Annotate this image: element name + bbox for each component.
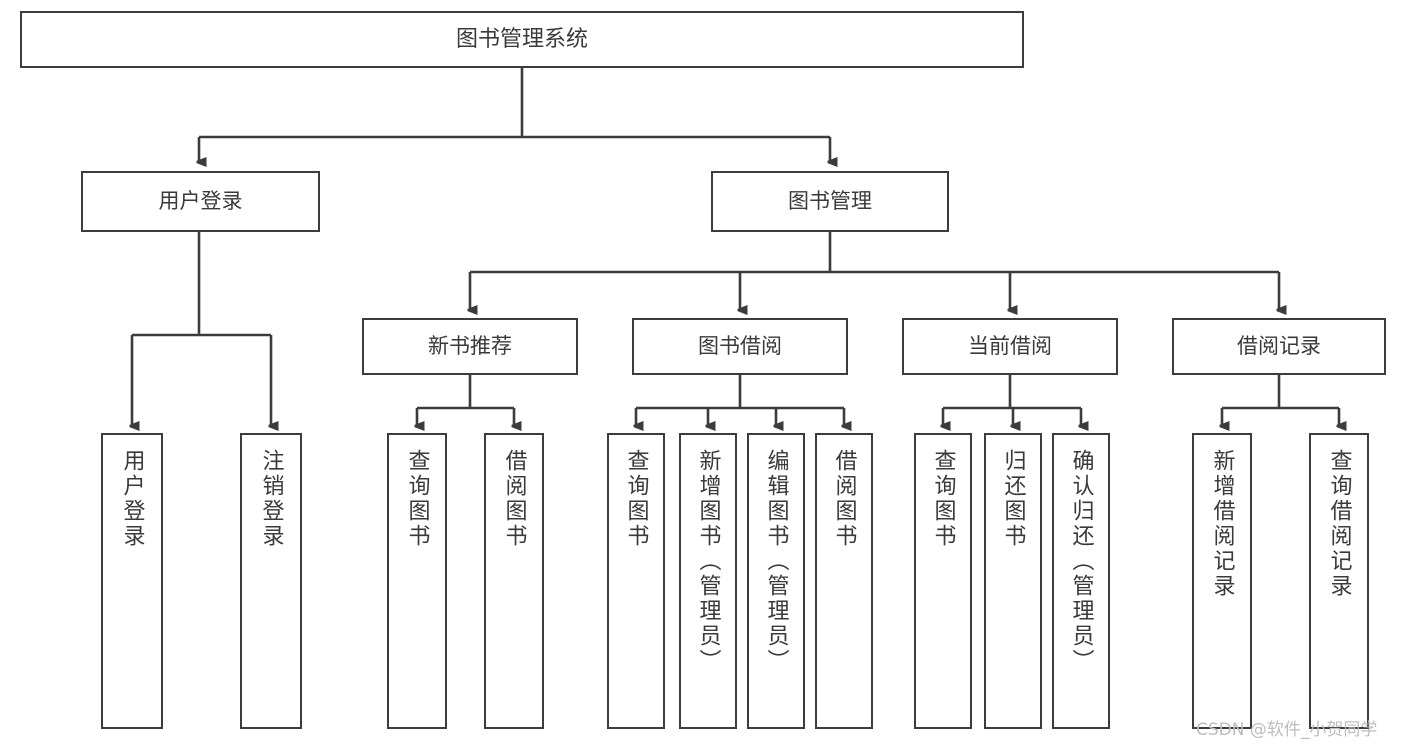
node-label: 新书推荐 (428, 334, 512, 359)
watermark-csdn: CSDN @软件_小贺同学 (1196, 720, 1378, 740)
node-leaf-logout[interactable]: 注销登录 (240, 433, 302, 729)
node-label: 新增借阅记录 (1209, 449, 1235, 599)
node-label: 当前借阅 (968, 334, 1052, 359)
node-leaf-query-book-recommend[interactable]: 查询图书 (387, 433, 447, 729)
node-root-book-management-system[interactable]: 图书管理系统 (20, 11, 1024, 68)
node-label: 注销登录 (258, 449, 284, 549)
node-label: 确认归还（管理员） (1068, 449, 1094, 674)
node-leaf-edit-book-admin[interactable]: 编辑图书（管理员） (747, 433, 805, 729)
node-label: 查询图书 (404, 449, 430, 549)
node-label: 借阅图书 (501, 449, 527, 549)
node-label: 新增图书（管理员） (695, 449, 721, 674)
node-label: 图书借阅 (698, 334, 782, 359)
node-label: 用户登录 (119, 449, 145, 549)
node-leaf-user-login[interactable]: 用户登录 (101, 433, 163, 729)
node-leaf-query-book-current[interactable]: 查询图书 (914, 433, 972, 729)
node-leaf-borrow-book-recommend[interactable]: 借阅图书 (484, 433, 544, 729)
node-new-book-recommend[interactable]: 新书推荐 (362, 318, 578, 375)
node-current-borrow[interactable]: 当前借阅 (902, 318, 1118, 375)
node-leaf-confirm-return-admin[interactable]: 确认归还（管理员） (1052, 433, 1110, 729)
node-label: 归还图书 (1000, 449, 1026, 549)
node-label: 图书管理 (788, 189, 872, 214)
node-label: 借阅图书 (831, 449, 857, 549)
node-leaf-borrow-book[interactable]: 借阅图书 (815, 433, 873, 729)
node-book-borrow[interactable]: 图书借阅 (632, 318, 848, 375)
node-label: 查询图书 (930, 449, 956, 549)
node-leaf-return-book[interactable]: 归还图书 (984, 433, 1042, 729)
node-book-management[interactable]: 图书管理 (711, 171, 949, 232)
node-label: 借阅记录 (1237, 334, 1321, 359)
node-leaf-add-book-admin[interactable]: 新增图书（管理员） (679, 433, 737, 729)
node-label: 编辑图书（管理员） (763, 449, 789, 674)
node-label: 查询借阅记录 (1326, 449, 1352, 599)
node-leaf-query-book-borrow[interactable]: 查询图书 (607, 433, 665, 729)
node-label: 查询图书 (623, 449, 649, 549)
node-borrow-record[interactable]: 借阅记录 (1172, 318, 1386, 375)
node-user-login[interactable]: 用户登录 (81, 171, 320, 232)
node-label: 图书管理系统 (455, 26, 588, 52)
node-label: 用户登录 (158, 189, 243, 214)
node-leaf-query-borrow-record[interactable]: 查询借阅记录 (1309, 433, 1369, 729)
node-leaf-add-borrow-record[interactable]: 新增借阅记录 (1192, 433, 1252, 729)
